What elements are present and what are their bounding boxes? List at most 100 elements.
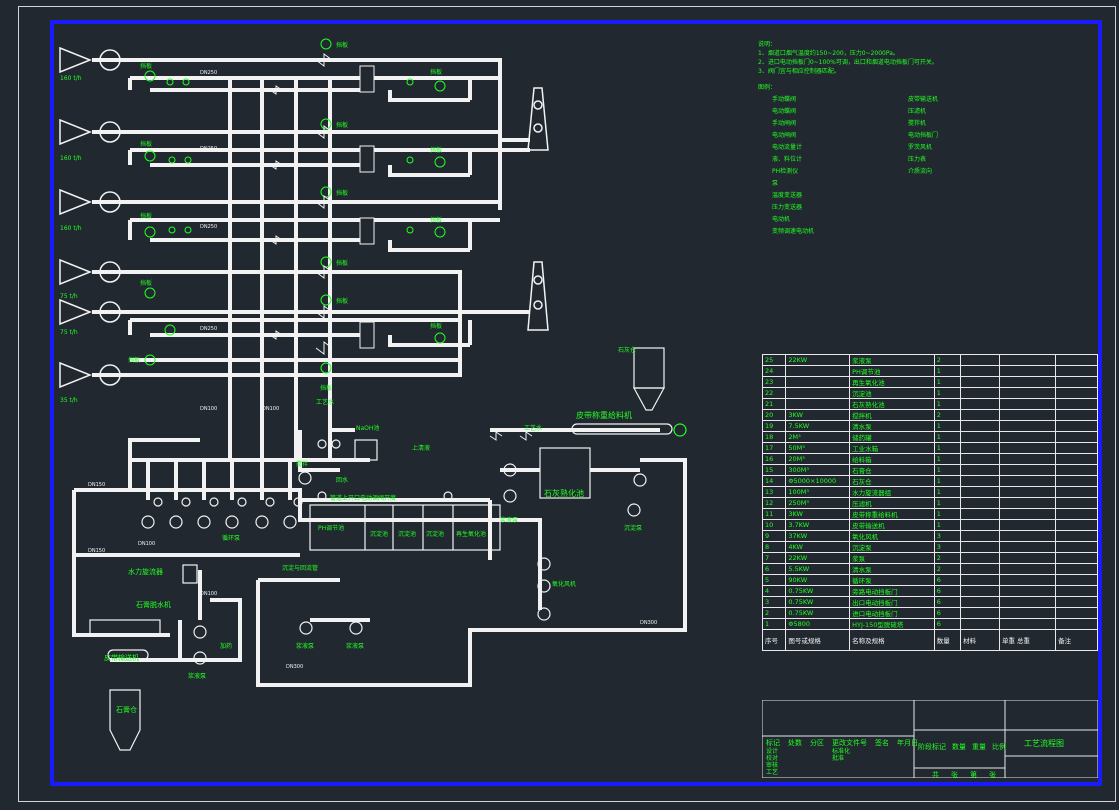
legend-item: 压力表 <box>908 156 927 163</box>
dn-label: DN300 <box>640 620 657 626</box>
bom-cell: 3KW <box>785 508 851 520</box>
note-line: 3、阀门宜与相应控制器匹配。 <box>758 68 840 75</box>
bom-cell: 17 <box>761 442 787 454</box>
tb-cell: 张 <box>989 771 996 779</box>
bom-cell <box>1055 453 1098 465</box>
baffle-label: 挡板 <box>336 189 348 197</box>
pump-label: 浆液泵 <box>500 516 518 524</box>
bom-cell <box>1055 365 1098 377</box>
belt-feeder-label: 皮带称重给料机 <box>576 410 632 420</box>
dn-label: DN250 <box>200 70 217 76</box>
bom-cell <box>960 442 1000 454</box>
legend-item: 电动机 <box>772 216 791 223</box>
title-block: 标记 处数 分区 更改文件号 签名 年月日 设计 校对 审核 工艺 标准化 批准… <box>762 700 1098 779</box>
legend-item: 电动蝶阀 <box>772 108 797 115</box>
gypsum-dewater-label: 石膏脱水机 <box>136 600 171 609</box>
bom-cell: 6 <box>761 563 787 575</box>
bom-cell <box>998 354 1057 366</box>
bom-cell: 300M³ <box>785 464 851 476</box>
legend-item: 温度变送器 <box>772 192 803 199</box>
tb-role: 校对 <box>766 755 779 762</box>
bom-cell <box>1055 508 1098 520</box>
bom-cell <box>960 475 1000 487</box>
bom-cell: 石膏仓 <box>849 464 935 476</box>
bom-cell: 0.75KW <box>785 585 851 597</box>
baffle-label: 挡板 <box>430 146 442 154</box>
bom-cell <box>785 398 851 410</box>
bom-cell: 进口电动挡板门 <box>849 607 935 619</box>
bom-cell: 3 <box>933 530 962 542</box>
bom-cell: PH调节池 <box>849 365 935 377</box>
bom-cell: 搅拌机 <box>849 409 935 421</box>
bom-cell: 23 <box>761 376 787 388</box>
bom-cell: 7 <box>761 552 787 564</box>
bom-cell <box>960 486 1000 498</box>
bom-cell <box>1055 607 1098 619</box>
bom-cell <box>960 365 1000 377</box>
bom-cell <box>1055 596 1098 608</box>
bom-cell <box>1055 464 1098 476</box>
pipe-network <box>72 58 687 687</box>
bom-cell: 1 <box>933 365 962 377</box>
legend-item: 变频调速电动机 <box>772 228 815 235</box>
bom-cell: 6 <box>933 596 962 608</box>
bom-cell: 2 <box>933 354 962 366</box>
stirrer-label: 搅拌 <box>296 460 308 468</box>
tb-role: 批准 <box>832 755 845 762</box>
flow-label: 35 t/h <box>60 397 78 404</box>
bom-cell: 9 <box>761 530 787 542</box>
bom-header: 备注 <box>1055 629 1098 651</box>
dn-label: DN300 <box>286 664 303 670</box>
bom-cell: 15 <box>761 464 787 476</box>
bom-cell: 石灰仓 <box>849 475 935 487</box>
bom-header: 材料 <box>960 629 1000 651</box>
legend-title: 图例： <box>758 84 777 91</box>
bom-cell: 1 <box>933 464 962 476</box>
dn-label: DN250 <box>200 146 217 152</box>
bom-cell <box>1055 618 1098 630</box>
bom-cell <box>1055 398 1098 410</box>
bom-cell: 3 <box>933 541 962 553</box>
bom-cell: 250M³ <box>785 497 851 509</box>
bom-cell: 3.7KW <box>785 519 851 531</box>
bom-cell: 氧化风机 <box>849 530 935 542</box>
bom-cell <box>785 376 851 388</box>
pump-icon <box>141 439 647 665</box>
bom-cell <box>960 453 1000 465</box>
bom-cell: 皮带称重给料机 <box>849 508 935 520</box>
supernatant-label: 上清液 <box>412 444 430 452</box>
bom-header: 图号或规格 <box>785 629 851 651</box>
bom-cell <box>960 607 1000 619</box>
bom-header-weight: 单重 总重 <box>998 629 1057 651</box>
legend-item: 介质流向 <box>908 168 933 175</box>
bom-cell <box>998 453 1057 465</box>
bom-cell: 1 <box>933 486 962 498</box>
bom-cell: 6 <box>933 618 962 630</box>
bom-cell <box>998 508 1057 520</box>
tank-label: 再生氧化池 <box>456 530 486 538</box>
bom-cell <box>960 541 1000 553</box>
bom-cell: 24 <box>761 365 787 377</box>
bom-cell <box>960 618 1000 630</box>
bom-cell <box>960 530 1000 542</box>
bom-cell: 1 <box>761 618 787 630</box>
process-tanks <box>89 439 591 751</box>
bom-cell: 16 <box>761 453 787 465</box>
bom-cell <box>1055 541 1098 553</box>
lime-silo <box>571 347 687 437</box>
bom-cell: 20 <box>761 409 787 421</box>
bom-cell: 20M³ <box>785 453 851 465</box>
bom-cell: 100M³ <box>785 486 851 498</box>
dn-label: DN150 <box>88 482 105 488</box>
bom-cell <box>1055 519 1098 531</box>
bom-cell: 沉淀泵 <box>849 541 935 553</box>
